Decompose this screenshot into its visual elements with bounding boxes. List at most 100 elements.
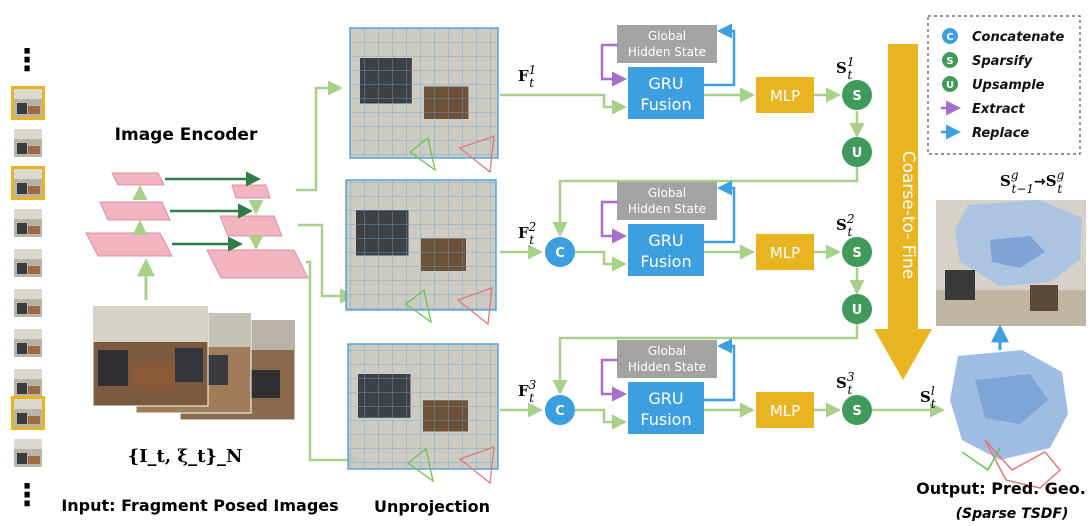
coarse-to-fine-arrow: Coarse-to- Fine xyxy=(874,44,932,380)
concatenate-op: C xyxy=(545,395,575,425)
svg-text:C: C xyxy=(946,32,953,43)
input-thumbnail xyxy=(14,289,42,317)
legend-item: U Upsample xyxy=(942,76,1045,93)
mlp-block: MLP xyxy=(756,234,814,270)
svg-text:GRU: GRU xyxy=(648,74,683,93)
mlp-block: MLP xyxy=(756,77,814,113)
svg-text:MLP: MLP xyxy=(770,402,800,420)
input-image-stack xyxy=(92,305,296,421)
input-thumbnail xyxy=(14,209,42,237)
decoder-layer-2 xyxy=(219,215,283,237)
input-thumbnail xyxy=(11,86,45,120)
input-thumbnail xyxy=(11,166,45,200)
svg-text:U: U xyxy=(852,146,863,161)
svg-text:Hidden State: Hidden State xyxy=(628,45,706,59)
svg-text:MLP: MLP xyxy=(770,87,800,105)
output-subcaption: (Sparse TSDF) xyxy=(956,506,1069,522)
mlp-block: MLP xyxy=(756,392,814,428)
extract-arrow xyxy=(600,43,627,87)
decoder-layer-3 xyxy=(206,249,309,279)
svg-text:U: U xyxy=(852,303,863,318)
svg-text:Extract: Extract xyxy=(972,102,1025,117)
output-mesh xyxy=(950,350,1068,489)
upsample-op: U xyxy=(842,294,872,324)
svg-text:Upsample: Upsample xyxy=(972,78,1045,93)
input-thumbnail xyxy=(11,396,45,430)
svg-text:Hidden State: Hidden State xyxy=(628,360,706,374)
svg-text:C: C xyxy=(555,246,565,261)
svg-text:MLP: MLP xyxy=(770,244,800,262)
extract-arrow xyxy=(600,200,627,244)
gru-fusion: GRU Fusion xyxy=(628,224,704,276)
legend-item: Extract xyxy=(941,100,1025,117)
coarse-to-fine-label: Coarse-to- Fine xyxy=(898,151,918,280)
svg-text:GRU: GRU xyxy=(648,231,683,250)
voxel-volume xyxy=(347,343,499,485)
legend-item: C Concatenate xyxy=(942,28,1064,45)
legend-item: Replace xyxy=(941,124,1029,141)
encoder-layer-3 xyxy=(85,232,173,257)
voxel-volume xyxy=(349,27,499,174)
encoder-title: Image Encoder xyxy=(115,125,258,145)
svg-text:GRU: GRU xyxy=(648,389,683,408)
svg-text:Global: Global xyxy=(648,344,686,358)
svg-text:Sparsify: Sparsify xyxy=(972,54,1033,69)
svg-text:C: C xyxy=(555,404,565,419)
sparsify-op: S xyxy=(842,80,872,110)
input-caption: Input: Fragment Posed Images xyxy=(61,496,338,515)
svg-text:Fusion: Fusion xyxy=(640,252,691,271)
voxel-volume xyxy=(345,179,497,326)
replace-arrow xyxy=(704,23,736,87)
svg-text:S: S xyxy=(852,89,861,104)
unprojection-column xyxy=(296,27,499,485)
svg-text:Fusion: Fusion xyxy=(640,410,691,429)
gru-fusion: GRU Fusion xyxy=(628,67,704,119)
svg-text:Global: Global xyxy=(648,29,686,43)
input-frame-strip: ⋮ ⋮ xyxy=(11,43,45,513)
replace-arrow xyxy=(704,338,736,402)
svg-text:S: S xyxy=(852,246,861,261)
svg-text:Global: Global xyxy=(648,186,686,200)
svg-text:U: U xyxy=(946,80,954,91)
input-math: {I_t, ξ_t}_N xyxy=(128,446,243,467)
gru-fusion: GRU Fusion xyxy=(628,382,704,434)
encoder-layer-2 xyxy=(99,201,171,221)
svg-text:Fusion: Fusion xyxy=(640,95,691,114)
input-thumbnail xyxy=(14,129,42,157)
svg-text:Replace: Replace xyxy=(972,126,1029,141)
encoder-layer-1 xyxy=(111,172,165,186)
input-thumbnail xyxy=(14,329,42,357)
svg-text:Hidden State: Hidden State xyxy=(628,202,706,216)
image-encoder xyxy=(85,171,309,300)
svg-text:Concatenate: Concatenate xyxy=(972,30,1064,45)
input-thumbnail xyxy=(14,249,42,277)
unprojection-label: Unprojection xyxy=(374,497,490,516)
decoder-layer-1 xyxy=(231,184,271,199)
extract-arrow xyxy=(600,358,627,402)
output-caption: Output: Pred. Geo. xyxy=(916,479,1086,498)
sparsify-op: S xyxy=(842,237,872,267)
global-mesh-image xyxy=(936,200,1086,326)
replace-arrow xyxy=(704,180,736,244)
dots-bottom: ⋮ xyxy=(12,478,42,513)
svg-text:S: S xyxy=(852,404,861,419)
input-thumbnail xyxy=(14,439,42,467)
